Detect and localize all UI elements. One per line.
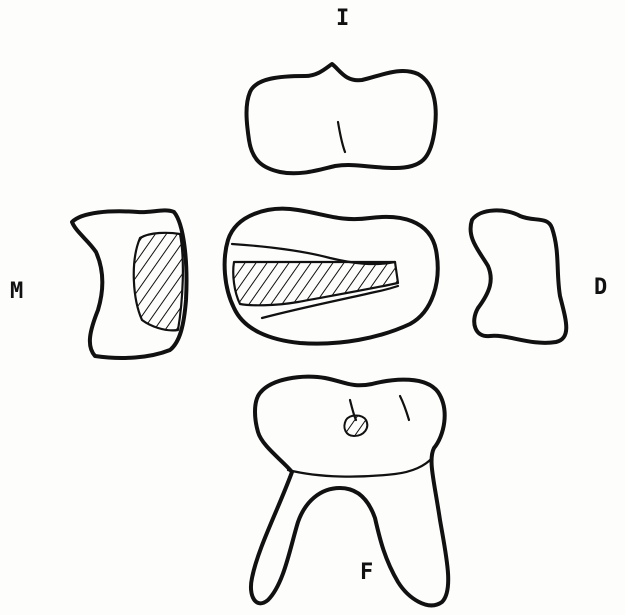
label-distal: D <box>594 277 607 299</box>
label-mesial: M <box>10 281 23 303</box>
distal-view-outline <box>471 210 567 342</box>
incisal-view-outline <box>247 64 436 173</box>
label-facial: F <box>360 562 373 584</box>
mesial-view-outline <box>72 210 187 358</box>
occlusal-view-outline <box>225 209 438 344</box>
label-incisal: I <box>336 8 349 30</box>
facial-view-outline <box>251 377 448 606</box>
